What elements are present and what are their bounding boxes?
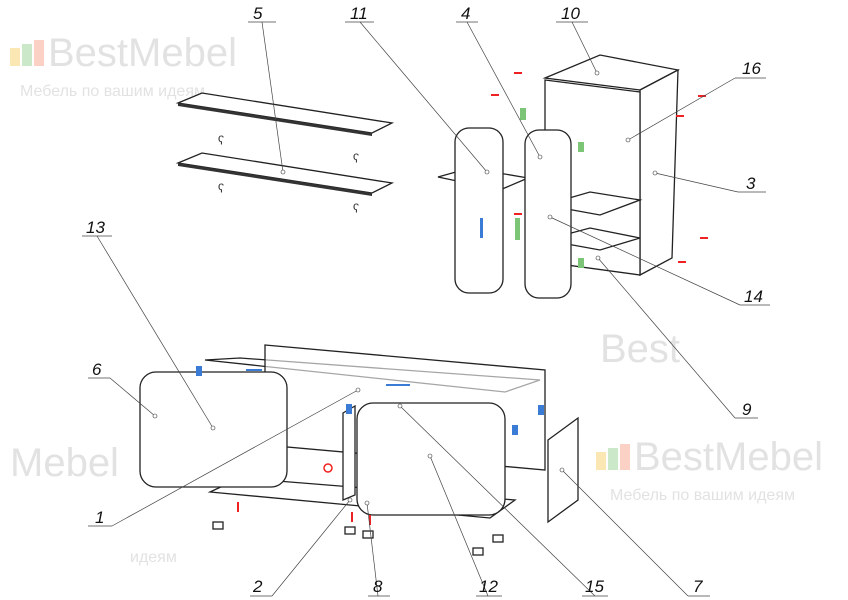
- svg-text:ҁ: ҁ: [218, 179, 224, 193]
- watermark-slogan: Мебель по вашим идеям: [610, 487, 795, 504]
- svg-text:ҁ: ҁ: [353, 199, 359, 213]
- watermark-slogan-part: идеям: [130, 549, 177, 566]
- label-part-10: 10: [561, 4, 580, 23]
- watermark-brand: BestMebel: [48, 31, 237, 75]
- label-part-4: 4: [461, 4, 470, 23]
- watermark-logo: [10, 40, 44, 66]
- label-part-9: 9: [742, 400, 752, 419]
- watermark-brand: BestMebel: [634, 435, 823, 479]
- shelves-part-5: ҁ ҁ ҁ ҁ: [175, 92, 395, 213]
- label-part-2: 2: [252, 577, 263, 596]
- label-part-14: 14: [744, 287, 763, 306]
- upper-cabinet: [437, 54, 708, 299]
- label-part-1: 1: [95, 508, 104, 527]
- label-part-8: 8: [373, 577, 383, 596]
- label-part-15: 15: [585, 577, 604, 596]
- watermark-layer: BestMebel Мебель по вашим идеям BestMebe…: [10, 31, 823, 566]
- watermark-logo: [596, 444, 630, 470]
- watermark-brand-part: Best: [600, 327, 680, 371]
- label-part-13: 13: [86, 218, 105, 237]
- lower-cabinet: [139, 344, 579, 556]
- part-callouts: 5 11 4 10 16 3 13 6 14 9 1 2: [82, 4, 770, 597]
- label-part-12: 12: [479, 577, 498, 596]
- watermark-slogan: Мебель по вашим идеям: [20, 83, 205, 100]
- watermark-brand-part: Mebel: [10, 441, 119, 485]
- label-part-16: 16: [742, 59, 761, 78]
- label-part-5: 5: [253, 4, 263, 23]
- label-part-3: 3: [746, 174, 756, 193]
- svg-text:ҁ: ҁ: [218, 131, 224, 145]
- svg-text:ҁ: ҁ: [353, 149, 359, 163]
- label-part-7: 7: [693, 577, 703, 596]
- label-part-11: 11: [350, 4, 368, 23]
- label-part-6: 6: [92, 360, 102, 379]
